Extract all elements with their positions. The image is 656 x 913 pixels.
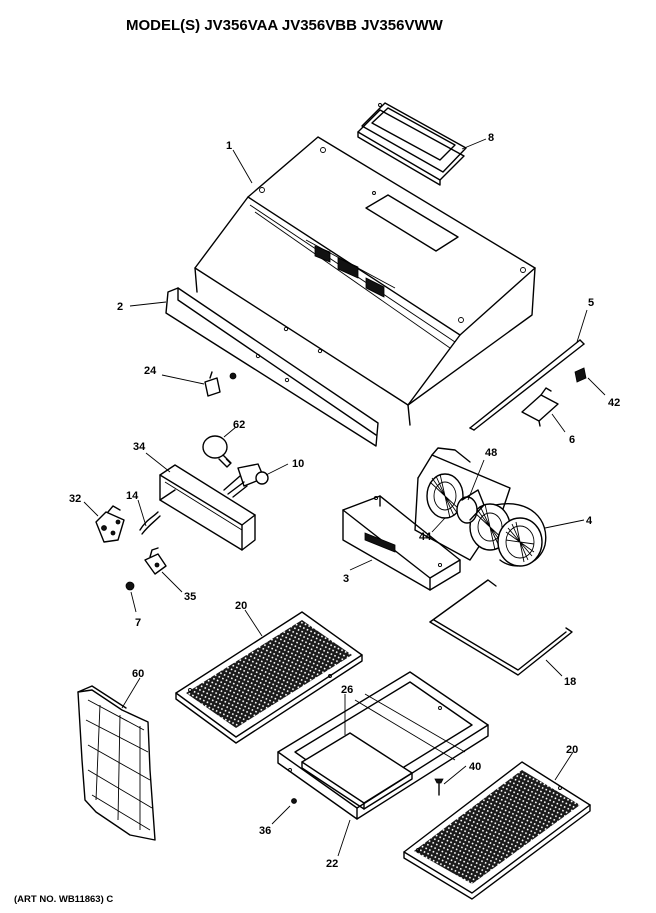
blower-outlet — [497, 517, 543, 567]
wire-14 — [139, 511, 161, 535]
knob — [125, 581, 135, 591]
switch-35 — [144, 547, 167, 575]
clip-6 — [521, 387, 559, 427]
callout-62: 62 — [233, 419, 245, 431]
callout-48: 48 — [485, 447, 497, 459]
damper — [357, 102, 467, 186]
screw-40 — [434, 778, 444, 796]
hood-body — [194, 136, 536, 426]
callout-7: 7 — [135, 617, 141, 629]
callout-22: 22 — [326, 858, 338, 870]
callout-18: 18 — [564, 676, 576, 688]
callout-8: 8 — [488, 132, 494, 144]
filter-frame — [277, 671, 489, 820]
art-number: (ART NO. WB11863) C — [14, 894, 113, 905]
switch-32 — [95, 505, 125, 543]
callout-2: 2 — [117, 301, 123, 313]
callout-36: 36 — [259, 825, 271, 837]
screw-36 — [291, 798, 297, 804]
blower-bracket — [342, 495, 461, 591]
grease-filter-upper — [175, 611, 363, 744]
callout-6: 6 — [569, 434, 575, 446]
callout-1: 1 — [226, 140, 232, 152]
callout-32: 32 — [69, 493, 81, 505]
page-title: MODEL(S) JV356VAA JV356VBB JV356VWW — [126, 17, 444, 34]
grease-filter-lower — [403, 761, 591, 900]
clip-42 — [574, 367, 587, 383]
callout-labels: 1 8 2 24 5 42 6 62 10 34 32 14 35 7 3 4 … — [69, 132, 620, 870]
callout-3: 3 — [343, 573, 349, 585]
callout-60: 60 — [132, 668, 144, 680]
callout-34: 34 — [133, 441, 146, 453]
callout-24: 24 — [144, 365, 157, 377]
callout-26: 26 — [341, 684, 353, 696]
wire-frame — [429, 579, 573, 676]
callout-14: 14 — [126, 490, 139, 502]
rod — [469, 339, 585, 431]
callout-10: 10 — [292, 458, 304, 470]
lamp-socket — [223, 463, 269, 498]
callout-40: 40 — [469, 761, 481, 773]
callout-35: 35 — [184, 591, 196, 603]
vent-slots — [305, 239, 396, 298]
callout-20-lower: 20 — [566, 744, 578, 756]
leader-lines — [83, 138, 606, 857]
callout-20-upper: 20 — [235, 600, 247, 612]
front-panel — [165, 287, 379, 447]
lamp — [202, 435, 232, 468]
switch-24 — [204, 371, 237, 397]
parts-bag — [77, 685, 156, 841]
callout-5: 5 — [588, 297, 594, 309]
callout-44: 44 — [419, 531, 432, 543]
bracket-34 — [159, 464, 256, 551]
blower-assembly — [414, 447, 547, 567]
lens — [301, 732, 413, 810]
callout-4: 4 — [586, 515, 593, 527]
callout-42: 42 — [608, 397, 620, 409]
